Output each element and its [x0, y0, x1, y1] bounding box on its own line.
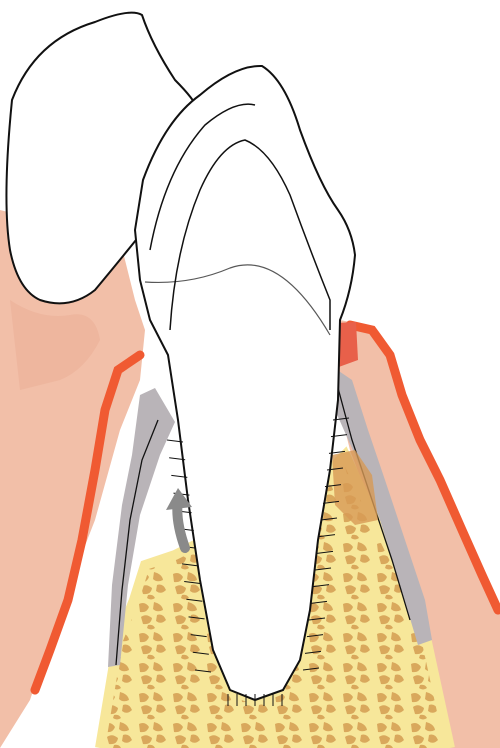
tooth-cross-section-figure	[0, 0, 500, 748]
periodontal-diagram	[0, 0, 500, 748]
